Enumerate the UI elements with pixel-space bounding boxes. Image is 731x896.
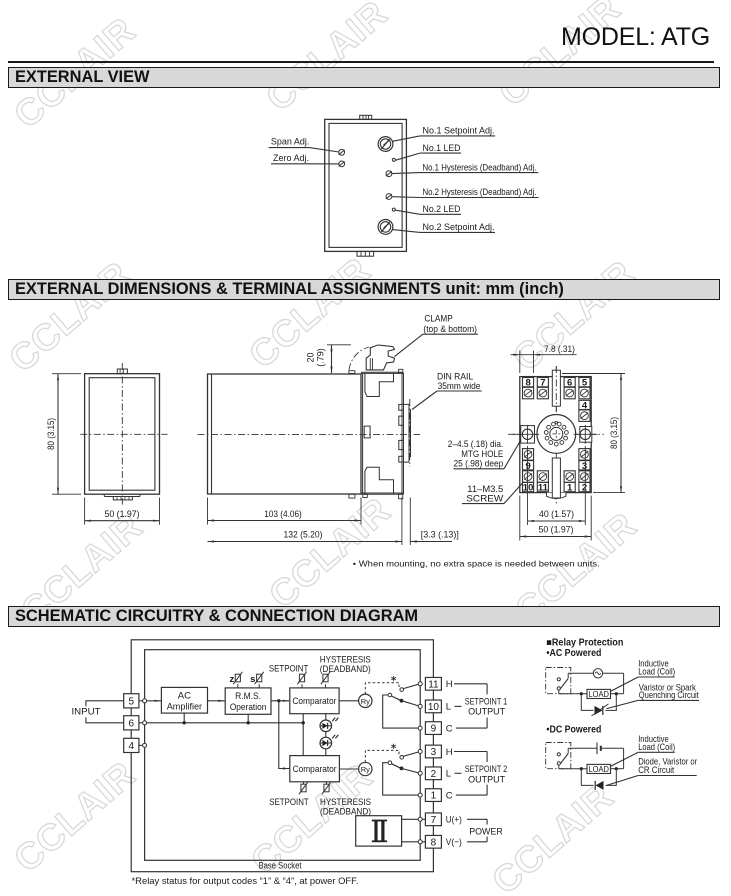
svg-text:CR Circuit: CR Circuit xyxy=(638,765,674,776)
svg-text:132 (5.20): 132 (5.20) xyxy=(284,529,323,540)
svg-text:9: 9 xyxy=(431,724,437,735)
svg-text:5: 5 xyxy=(582,378,588,389)
svg-text:C: C xyxy=(446,723,453,734)
svg-text:U(+): U(+) xyxy=(446,815,462,826)
svg-text:3: 3 xyxy=(431,747,437,758)
svg-text:10: 10 xyxy=(523,483,534,494)
svg-text:2–4.5 (.18) dia.: 2–4.5 (.18) dia. xyxy=(448,439,504,450)
svg-text:DIN RAIL: DIN RAIL xyxy=(437,372,473,383)
svg-text:11: 11 xyxy=(538,483,549,494)
svg-text:Amplifier: Amplifier xyxy=(167,702,202,713)
svg-text:LOAD: LOAD xyxy=(588,765,609,774)
svg-text:Varistor or Spark: Varistor or Spark xyxy=(639,683,696,694)
svg-text:L: L xyxy=(446,702,451,713)
svg-text:8: 8 xyxy=(525,378,530,389)
svg-text:(.79): (.79) xyxy=(316,348,326,367)
svg-text:5: 5 xyxy=(129,696,135,707)
svg-text:H: H xyxy=(446,747,453,758)
svg-text:R.M.S.: R.M.S. xyxy=(235,691,261,702)
svg-text:OUTPUT: OUTPUT xyxy=(468,707,505,718)
svg-text:1: 1 xyxy=(431,791,437,802)
svg-text:Quenching Circuit: Quenching Circuit xyxy=(639,690,699,701)
svg-text:No.1 Setpoint Adj.: No.1 Setpoint Adj. xyxy=(423,126,495,137)
svg-text:50 (1.97): 50 (1.97) xyxy=(539,525,574,536)
svg-text:No.2 LED: No.2 LED xyxy=(423,204,461,215)
svg-text:•DC Powered: •DC Powered xyxy=(546,725,601,736)
svg-text:11: 11 xyxy=(428,679,439,690)
svg-text:80 (3.15): 80 (3.15) xyxy=(609,417,620,449)
svg-text:Inductive: Inductive xyxy=(638,734,669,745)
svg-text:Operation: Operation xyxy=(230,702,267,713)
svg-text:OUTPUT: OUTPUT xyxy=(468,774,505,785)
svg-text:HYSTERESIS: HYSTERESIS xyxy=(320,797,371,808)
svg-text:H: H xyxy=(446,679,453,690)
svg-text:Load (Coil): Load (Coil) xyxy=(638,667,675,678)
svg-text:25 (.98) deep: 25 (.98) deep xyxy=(454,458,504,469)
svg-text:SETPOINT: SETPOINT xyxy=(269,797,309,808)
svg-text:35mm wide: 35mm wide xyxy=(438,381,481,392)
svg-text:4: 4 xyxy=(582,401,588,412)
svg-text:• When mounting, no extra spac: • When mounting, no extra space is neede… xyxy=(353,559,600,568)
svg-text:6: 6 xyxy=(129,718,135,729)
svg-text:SETPOINT 1: SETPOINT 1 xyxy=(465,697,508,708)
svg-text:103 (4.06): 103 (4.06) xyxy=(264,509,302,520)
svg-text:7: 7 xyxy=(540,378,545,389)
svg-text:SCREW: SCREW xyxy=(466,494,503,505)
svg-text:LOAD: LOAD xyxy=(588,690,609,699)
svg-text:■Relay Protection: ■Relay Protection xyxy=(546,637,623,648)
svg-text:MTG HOLE: MTG HOLE xyxy=(461,449,503,460)
svg-text:(top & bottom): (top & bottom) xyxy=(423,324,477,335)
svg-text:7.8 (.31): 7.8 (.31) xyxy=(544,344,575,355)
svg-text:1: 1 xyxy=(567,483,573,494)
svg-text:CLAMP: CLAMP xyxy=(424,314,452,325)
svg-text:Zero Adj.: Zero Adj. xyxy=(273,153,309,164)
svg-text:6: 6 xyxy=(567,378,572,389)
svg-text:No.2 Setpoint Adj.: No.2 Setpoint Adj. xyxy=(423,222,495,233)
svg-text:C: C xyxy=(446,790,453,801)
svg-text:Ry: Ry xyxy=(361,765,370,774)
svg-text:Diode, Varistor or: Diode, Varistor or xyxy=(638,757,697,768)
svg-text:POWER: POWER xyxy=(469,826,503,837)
svg-text:No.1 Hysteresis (Deadband) Adj: No.1 Hysteresis (Deadband) Adj. xyxy=(423,162,537,173)
svg-text:Comparator: Comparator xyxy=(293,764,337,775)
svg-text:Comparator: Comparator xyxy=(292,696,336,707)
svg-text:10: 10 xyxy=(428,702,440,713)
svg-text:•AC Powered: •AC Powered xyxy=(546,648,601,659)
svg-text:2: 2 xyxy=(431,769,437,780)
svg-text:Base Socket: Base Socket xyxy=(259,861,302,871)
svg-text:7: 7 xyxy=(431,815,437,826)
svg-text:4: 4 xyxy=(129,741,135,752)
svg-text:*Relay status for output codes: *Relay status for output codes “1” & “4”… xyxy=(132,876,359,886)
svg-text:11–M3.5: 11–M3.5 xyxy=(467,484,503,495)
svg-text:8: 8 xyxy=(431,837,437,848)
svg-text:SETPOINT: SETPOINT xyxy=(269,664,309,675)
svg-text:Ry: Ry xyxy=(361,697,370,706)
svg-text:No.1 LED: No.1 LED xyxy=(423,143,461,154)
svg-text:z: z xyxy=(229,674,234,685)
svg-text:2: 2 xyxy=(582,483,587,494)
svg-text:L: L xyxy=(446,769,451,780)
svg-text:50 (1.97): 50 (1.97) xyxy=(105,509,140,520)
svg-text:20: 20 xyxy=(306,352,316,362)
svg-text:Inductive: Inductive xyxy=(638,658,669,669)
svg-text:INPUT: INPUT xyxy=(72,706,101,717)
svg-text:V(−): V(−) xyxy=(446,837,462,848)
svg-text:80 (3.15): 80 (3.15) xyxy=(46,418,57,450)
svg-text:[3.3 (.13)]: [3.3 (.13)] xyxy=(421,529,459,540)
svg-text:HYSTERESIS: HYSTERESIS xyxy=(320,655,371,666)
svg-text:AC: AC xyxy=(178,691,191,702)
svg-text:9: 9 xyxy=(525,461,530,472)
svg-text:(DEADBAND): (DEADBAND) xyxy=(320,807,371,818)
svg-text:SETPOINT 2: SETPOINT 2 xyxy=(465,764,508,775)
svg-text:(DEADBAND): (DEADBAND) xyxy=(320,664,371,675)
svg-text:3: 3 xyxy=(582,461,587,472)
svg-text:Load (Coil): Load (Coil) xyxy=(638,742,675,753)
svg-text:Span Adj.: Span Adj. xyxy=(271,137,310,148)
svg-text:40 (1.57): 40 (1.57) xyxy=(539,509,574,520)
svg-text:No.2 Hysteresis (Deadband) Adj: No.2 Hysteresis (Deadband) Adj. xyxy=(423,187,537,198)
svg-text:s: s xyxy=(250,674,255,685)
